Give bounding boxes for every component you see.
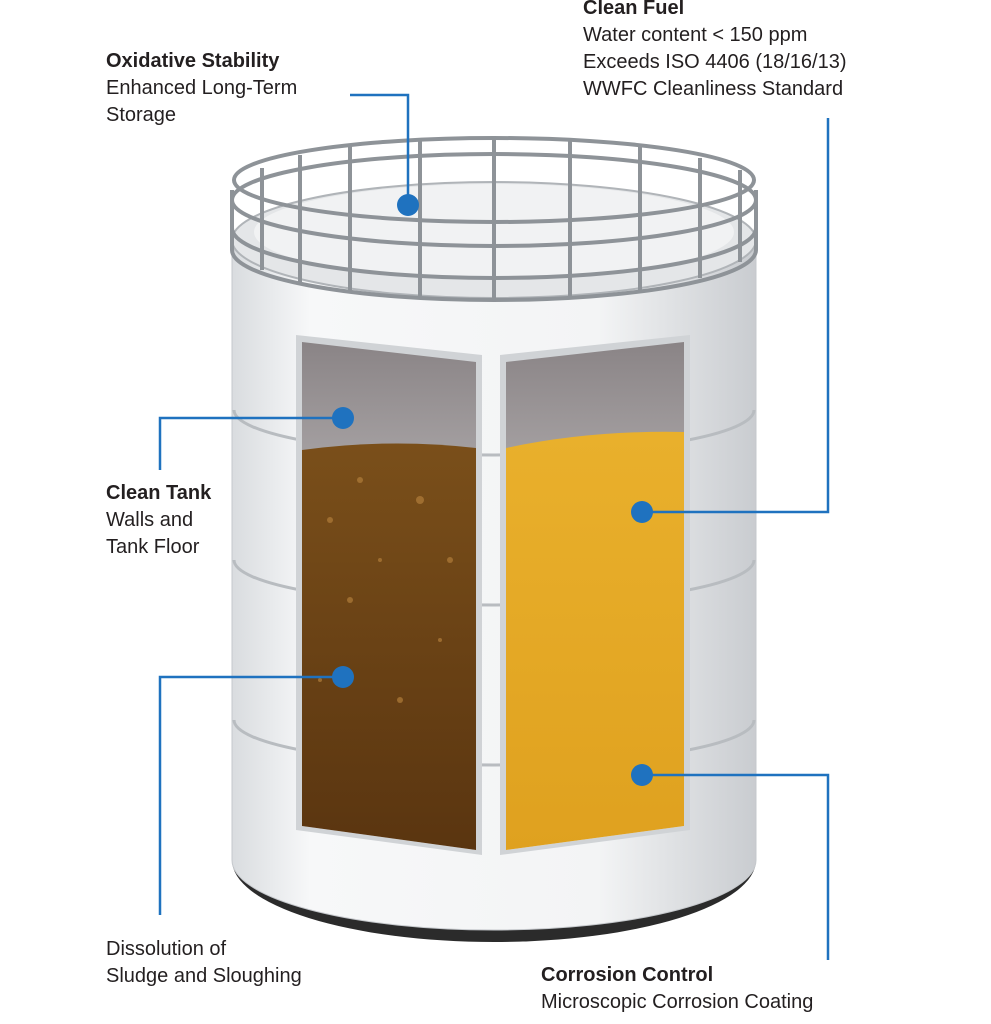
- label-title: Clean Fuel: [583, 0, 685, 19]
- label-dissolution: Dissolution of Sludge and Sloughing: [106, 936, 302, 990]
- label-line: Enhanced Long-Term: [106, 77, 298, 99]
- callout-dot-clean-tank: [332, 407, 354, 429]
- label-title: Clean Tank: [106, 482, 212, 504]
- label-title: Corrosion Control: [541, 964, 714, 986]
- callout-lines: [158, 93, 830, 960]
- label-line: Microscopic Corrosion Coating: [541, 991, 814, 1013]
- callout-dot-clean-fuel: [631, 501, 653, 523]
- roof-railing: [230, 136, 758, 302]
- label-title: Oxidative Stability: [106, 50, 280, 72]
- cutaway-right: [500, 335, 690, 855]
- label-line: WWFC Cleanliness Standard: [583, 78, 844, 100]
- label-clean-fuel: Clean Fuel Water content < 150 ppm Excee…: [583, 0, 847, 103]
- label-clean-tank: Clean Tank Walls and Tank Floor: [106, 480, 211, 561]
- callout-dot-dissolution: [332, 666, 354, 688]
- label-oxidative-stability: Oxidative Stability Enhanced Long-Term S…: [106, 48, 297, 129]
- callout-dot-oxidative: [397, 194, 419, 216]
- tank-bands: [232, 409, 756, 767]
- label-line: Dissolution of: [106, 938, 227, 960]
- label-corrosion-control: Corrosion Control Microscopic Corrosion …: [541, 962, 813, 1016]
- label-line: Tank Floor: [106, 536, 200, 558]
- label-line: Water content < 150 ppm: [583, 24, 808, 46]
- label-line: Exceeds ISO 4406 (18/16/13): [583, 51, 847, 73]
- callout-dot-corrosion: [631, 764, 653, 786]
- label-line: Sludge and Sloughing: [106, 965, 302, 987]
- cutaway-left: [296, 335, 482, 855]
- label-line: Walls and: [106, 509, 194, 531]
- label-line: Storage: [106, 104, 177, 126]
